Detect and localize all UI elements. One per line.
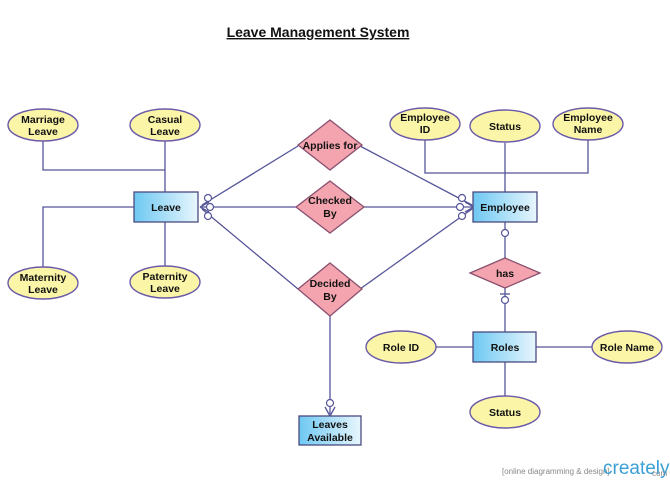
relationship-checked-by[interactable]: Checked By	[294, 180, 366, 234]
cardinality-markers	[199, 193, 510, 417]
relationship-label: By	[323, 291, 337, 303]
attribute-label: Name	[574, 124, 603, 136]
edge-employee-id-name	[424, 140, 589, 174]
attribute-label: Status	[489, 121, 521, 133]
attribute-label: Status	[489, 407, 521, 419]
edge-marriage-leave	[42, 138, 165, 171]
connector-lines	[42, 138, 592, 414]
relationship-label: Decided	[310, 278, 351, 290]
optional-circle-icon	[457, 211, 467, 221]
attribute-label: Employee	[563, 112, 613, 124]
attribute-paternity-leave[interactable]: Paternity Leave	[129, 265, 201, 299]
attribute-casual-leave[interactable]: Casual Leave	[129, 108, 201, 142]
entity-label: Leaves	[312, 419, 348, 431]
relationship-label: Applies for	[303, 140, 358, 152]
attribute-label: Paternity	[143, 271, 188, 283]
attribute-role-status[interactable]: Status	[469, 395, 541, 429]
attribute-role-name[interactable]: Role Name	[591, 330, 663, 364]
entity-roles[interactable]: Roles	[472, 331, 537, 363]
optional-circle-icon	[325, 398, 335, 408]
attribute-marriage-leave[interactable]: Marriage Leave	[7, 108, 79, 142]
attribute-label: Leave	[150, 126, 180, 138]
entity-label: Roles	[491, 342, 520, 354]
attribute-label: Marriage	[21, 114, 65, 126]
entity-leaves-available[interactable]: Leaves Available	[298, 415, 362, 446]
watermark-logo: creately.	[603, 458, 670, 479]
entity-label: Leave	[151, 202, 181, 214]
attribute-label: Leave	[150, 283, 180, 295]
relationship-has[interactable]: has	[468, 257, 542, 289]
optional-circle-icon	[203, 193, 213, 203]
entity-employee[interactable]: Employee	[472, 191, 538, 223]
entity-label: Available	[307, 432, 353, 444]
edge-decided-by-employee	[359, 208, 473, 290]
optional-circle-icon	[203, 211, 213, 221]
relationship-label: Checked	[308, 195, 352, 207]
optional-circle-icon	[500, 228, 510, 238]
entity-label: Employee	[480, 202, 530, 214]
diagram-title: Leave Management System	[227, 24, 410, 40]
watermark-suffix: com	[652, 469, 667, 478]
edge-leave-applies-for	[201, 145, 299, 206]
attribute-employee-name[interactable]: Employee Name	[552, 107, 624, 141]
edge-maternity-leave	[42, 206, 134, 268]
attribute-maternity-leave[interactable]: Maternity Leave	[7, 266, 79, 300]
optional-circle-icon	[457, 193, 467, 203]
edge-leave-decided-by	[201, 208, 299, 290]
attribute-label: Leave	[28, 284, 58, 296]
attribute-label: Role Name	[600, 342, 654, 354]
entity-leave[interactable]: Leave	[133, 191, 199, 223]
attribute-label: Maternity	[20, 272, 67, 284]
relationship-applies-for[interactable]: Applies for	[296, 119, 364, 171]
edge-applies-for-employee	[359, 145, 473, 206]
watermark: [online diagramming & design] creately. …	[502, 458, 670, 479]
relationship-label: By	[323, 208, 337, 220]
attribute-employee-id[interactable]: Employee ID	[389, 107, 461, 141]
relationship-label: has	[496, 268, 514, 280]
optional-circle-icon	[205, 202, 215, 212]
attribute-label: Role ID	[383, 342, 420, 354]
watermark-tagline: [online diagramming & design]	[502, 467, 610, 476]
optional-circle-icon	[500, 295, 510, 305]
attribute-employee-status[interactable]: Status	[469, 109, 541, 143]
relationship-decided-by[interactable]: Decided By	[296, 262, 364, 317]
attribute-role-id[interactable]: Role ID	[365, 330, 437, 364]
optional-circle-icon	[455, 202, 465, 212]
attribute-label: Casual	[148, 114, 183, 126]
attribute-label: ID	[420, 124, 431, 136]
attribute-label: Employee	[400, 112, 450, 124]
attribute-label: Leave	[28, 126, 58, 138]
